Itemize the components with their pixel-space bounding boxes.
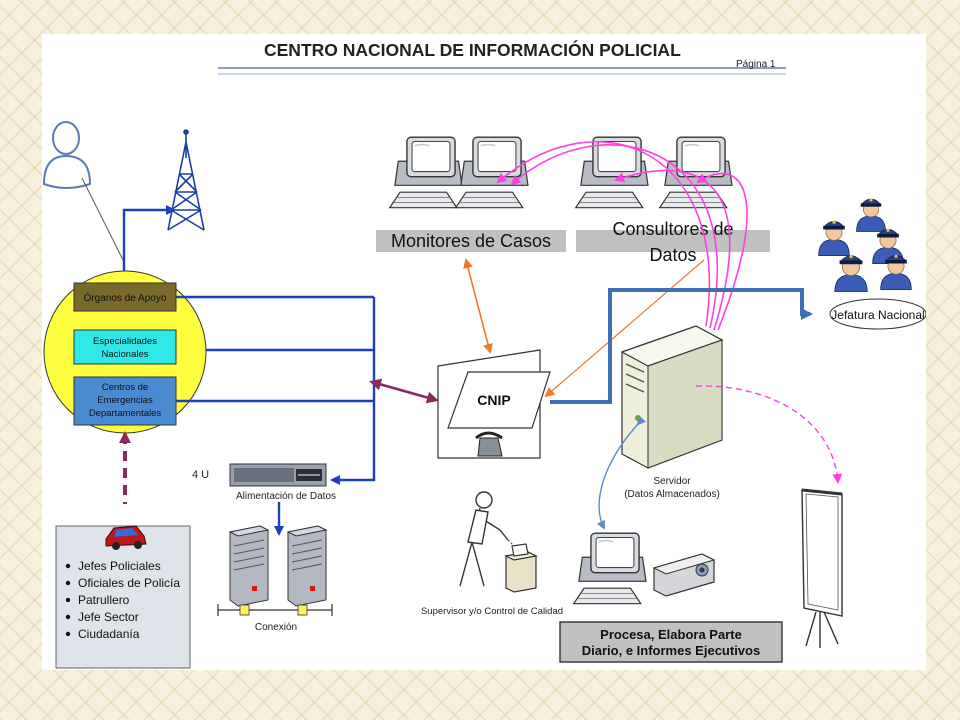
jefatura-node[interactable]: Jefatura Nacional — [829, 298, 926, 330]
consultores-label-1: Consultores de — [612, 219, 733, 239]
rack-units-label: 4 U — [192, 469, 209, 481]
monitores-label: Monitores de Casos — [391, 231, 551, 251]
patrol-car-icon — [105, 525, 147, 550]
recipient-item: Oficiales de Policía — [78, 576, 180, 590]
projector-screen-icon — [801, 488, 843, 648]
consultores-label-2: Datos — [649, 245, 696, 265]
procesa-label-1: Procesa, Elabora Parte — [600, 627, 742, 642]
procesa-label-2: Diario, e Informes Ejecutivos — [582, 643, 760, 658]
server-to-monitors-links — [496, 140, 748, 331]
server-tower-icon — [286, 525, 328, 607]
alimentacion-label: Alimentación de Datos — [236, 491, 336, 502]
centros-label-1: Centros de — [102, 382, 148, 393]
especialidades-box[interactable]: Especialidades Nacionales — [73, 329, 177, 365]
antenna-tower-icon — [167, 129, 205, 231]
network-diagram: CENTRO NACIONAL DE INFORMACIÓN POLICIAL … — [42, 39, 926, 669]
recipient-item: Jefe Sector — [78, 610, 139, 624]
supervisor-icon — [459, 491, 509, 587]
recipient-bullet — [65, 580, 71, 586]
connection-bus — [217, 604, 333, 616]
circle-to-bus-links — [176, 295, 376, 485]
recipient-bullet — [65, 631, 71, 637]
recipient-item: Jefes Policiales — [78, 559, 161, 573]
cnip-node[interactable]: CNIP — [437, 349, 551, 459]
police-officers-icon — [818, 197, 912, 292]
recipient-bullet — [65, 597, 71, 603]
page-number: Página 1 — [736, 59, 776, 70]
page-title: CENTRO NACIONAL DE INFORMACIÓN POLICIAL — [264, 39, 681, 60]
jefatura-label: Jefatura Nacional — [831, 308, 924, 322]
telephone-icon — [475, 431, 503, 457]
organos-box[interactable]: Órganos de Apoyo — [73, 282, 177, 312]
slide: CENTRO NACIONAL DE INFORMACIÓN POLICIAL … — [42, 34, 926, 670]
rack-unit-icon — [229, 463, 327, 487]
supervisor-label: Supervisor y/o Control de Calidad — [421, 606, 563, 617]
organos-label: Órganos de Apoyo — [84, 291, 167, 304]
servidor-label-1: Servidor — [653, 476, 691, 487]
recipient-item: Ciudadanía — [78, 627, 140, 641]
trash-bin-icon — [504, 543, 538, 593]
recipient-bullet — [65, 563, 71, 569]
centros-label-2: Emergencias — [97, 395, 153, 406]
monitor-computer-icon — [388, 136, 463, 209]
recipient-item: Patrullero — [78, 593, 130, 607]
server-icon — [620, 325, 724, 469]
conexion-label: Conexión — [255, 622, 297, 633]
monitor-computer-icon — [454, 136, 529, 209]
person-icon — [42, 121, 92, 189]
cnip-label: CNIP — [477, 392, 510, 408]
centros-box[interactable]: Centros de Emergencias Departamentales — [73, 376, 177, 426]
especialidades-label-1: Especialidades — [93, 336, 157, 347]
server-tower-icon — [228, 525, 270, 607]
monitores-banner: Monitores de Casos — [376, 230, 566, 252]
centros-label-3: Departamentales — [89, 408, 162, 419]
report-computer-icon — [572, 532, 647, 605]
especialidades-label-2: Nacionales — [102, 349, 149, 360]
servidor-label-2: (Datos Almacenados) — [624, 489, 720, 500]
procesa-box: Procesa, Elabora Parte Diario, e Informe… — [559, 621, 783, 663]
recipient-bullet — [65, 614, 71, 620]
projector-icon — [652, 553, 716, 597]
